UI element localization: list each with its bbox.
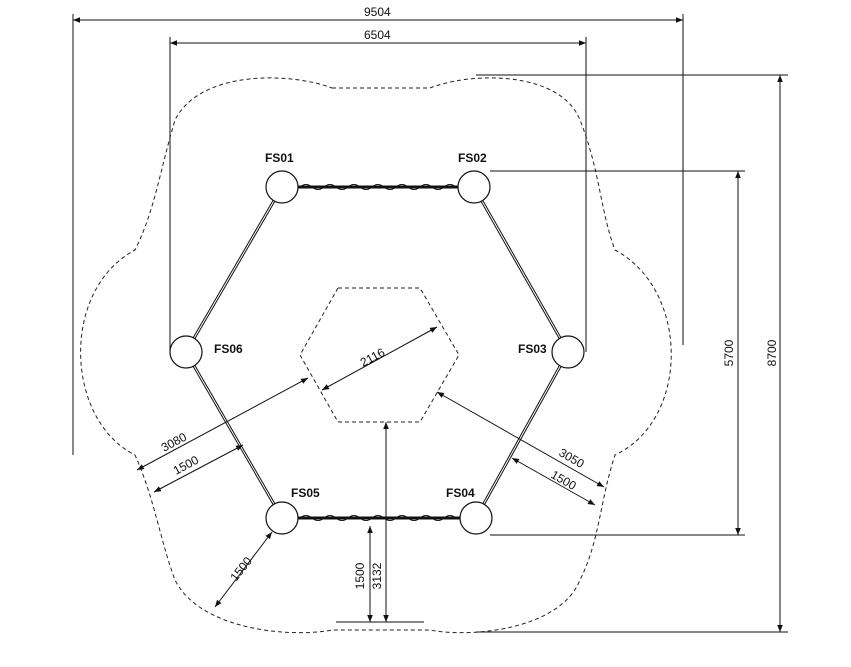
svg-text:9504: 9504 [364,5,391,19]
svg-text:5700: 5700 [722,339,736,366]
svg-text:3050: 3050 [557,445,587,471]
dimension-left-diagonal: 3080 1500 [136,377,309,493]
post-fs03 [551,335,585,369]
post-fs05 [265,501,299,535]
dimension-overall-width: 9504 [72,5,684,455]
svg-text:8700: 8700 [765,339,779,366]
dimension-inner-hex: 2116 [321,326,438,391]
svg-text:3080: 3080 [159,430,189,455]
safety-zone-outline [80,77,672,634]
dimension-bottom-vertical: 1500 3132 [336,422,424,623]
dimension-overall-height: 8700 [476,74,788,633]
label-fs05: FS05 [291,486,320,500]
label-fs06: FS06 [214,342,243,356]
post-fs02 [457,170,491,204]
label-fs03: FS03 [518,342,547,356]
chain-links [299,184,457,521]
svg-text:3132: 3132 [370,562,384,589]
svg-text:1500: 1500 [353,562,367,589]
svg-text:6504: 6504 [364,28,391,42]
svg-text:2116: 2116 [358,345,388,370]
post-fs04 [459,501,493,535]
label-fs01: FS01 [265,151,294,165]
dimension-bottom-left-clearance: 1500 [214,531,273,608]
post-fs01 [265,170,299,204]
svg-text:1500: 1500 [227,554,255,584]
dimension-frame-width: 6504 [169,28,587,352]
label-fs04: FS04 [446,486,475,500]
svg-text:1500: 1500 [549,467,579,493]
dimension-frame-height: 5700 [490,170,745,536]
svg-text:1500: 1500 [171,453,201,478]
label-fs02: FS02 [458,151,487,165]
post-fs06 [169,335,203,369]
